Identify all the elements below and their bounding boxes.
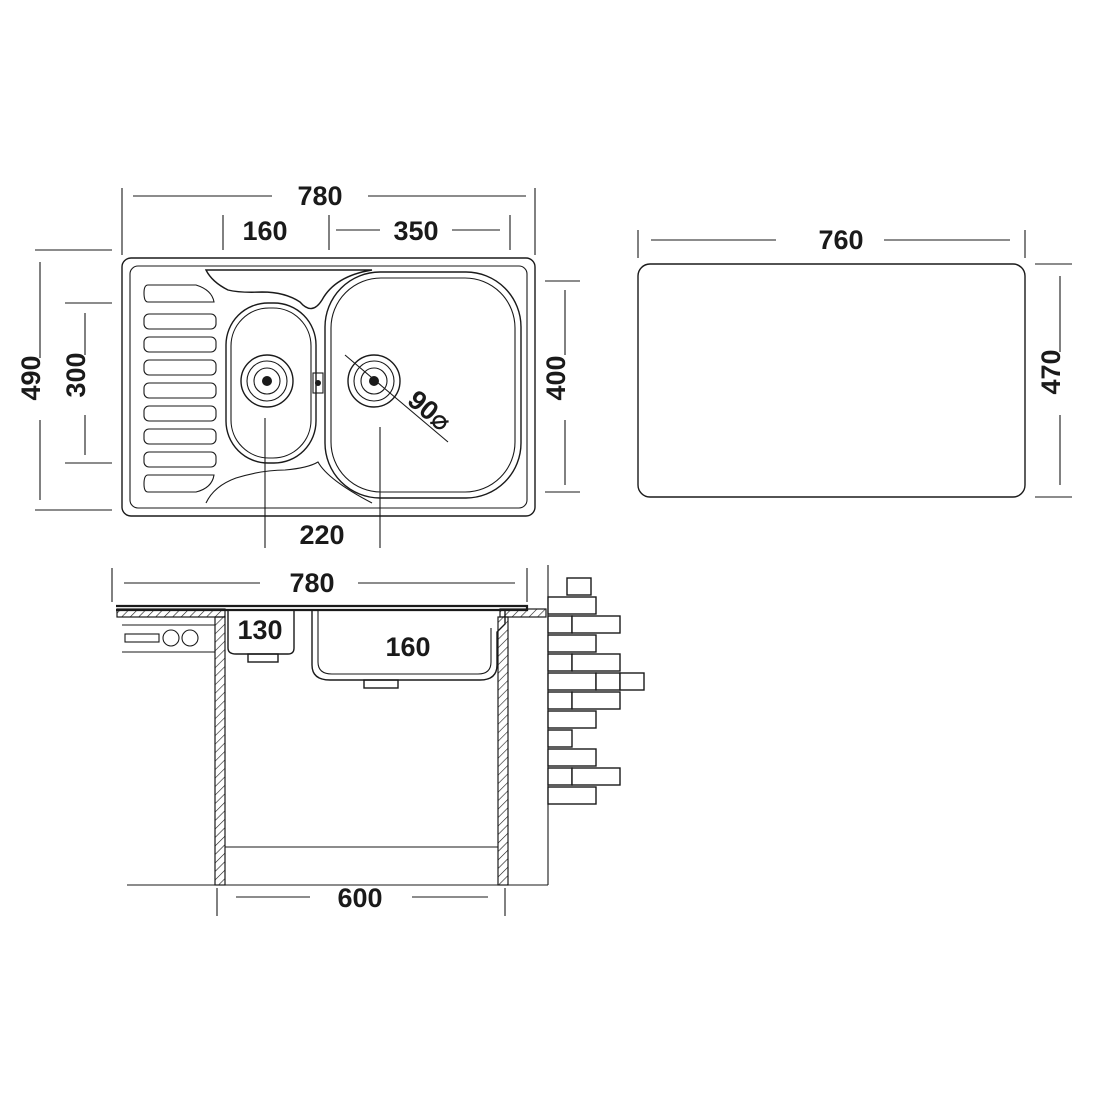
sink-outer-rim xyxy=(121,257,536,517)
drainer-ribs xyxy=(143,284,217,493)
dim-side-overall-width: 780 xyxy=(111,568,528,602)
brick xyxy=(547,729,573,748)
appliance-knob-icon xyxy=(181,629,199,647)
small-bowl-drain xyxy=(247,653,279,663)
dim-drain-spacing: 220 xyxy=(264,418,381,550)
dim-main-bowl-width: 350 xyxy=(336,215,511,250)
brick xyxy=(547,634,597,653)
brick xyxy=(547,653,573,672)
small-drain-inner xyxy=(253,367,281,395)
main-drain-outer xyxy=(347,354,401,408)
drainer-rib xyxy=(143,284,215,303)
small-drain-middle xyxy=(246,360,288,402)
label-overall-depth: 490 xyxy=(16,355,46,400)
cabinet-left-wall xyxy=(214,616,226,886)
drainer-rib xyxy=(143,313,217,330)
brick xyxy=(547,710,597,729)
overflow xyxy=(312,372,324,394)
brick xyxy=(547,615,573,634)
label-cutout-width: 760 xyxy=(818,225,863,255)
drainer-rib xyxy=(143,336,217,353)
drainer-rib xyxy=(143,382,217,399)
main-bowl-outline xyxy=(324,271,522,499)
drainer-bowl-contour xyxy=(204,269,373,310)
cutout-view: 760 470 xyxy=(637,225,1072,498)
appliance-panel xyxy=(122,624,215,653)
drainer-rib xyxy=(143,451,217,468)
label-small-bowl-height: 130 xyxy=(237,615,282,645)
main-drain-center xyxy=(369,376,379,386)
brick xyxy=(547,786,597,805)
label-drainer-width: 160 xyxy=(242,216,287,246)
main-bowl-profile xyxy=(311,610,506,681)
overflow-hole xyxy=(315,380,321,386)
main-bowl: 90⌀ xyxy=(324,271,522,499)
main-bowl-drain xyxy=(363,679,399,689)
main-bowl-inner xyxy=(330,277,516,493)
brick xyxy=(547,596,597,615)
dim-overall-width: 780 xyxy=(121,181,536,255)
appliance-slot xyxy=(124,633,160,643)
dim-cabinet-width: 600 xyxy=(216,883,506,916)
sink-rim-profile xyxy=(116,604,529,612)
main-drain-middle xyxy=(353,360,395,402)
brick xyxy=(547,691,573,710)
overflow-slot xyxy=(312,372,324,394)
small-drain-center xyxy=(262,376,272,386)
label-side-overall-width: 780 xyxy=(289,568,334,598)
small-drain-outer xyxy=(240,354,294,408)
top-view: 780 160 350 490 300 xyxy=(16,181,580,550)
brick-wall xyxy=(547,577,645,805)
brick xyxy=(595,672,621,691)
brick xyxy=(566,577,592,596)
drainer-rib xyxy=(143,474,215,493)
drain-diameter-leader xyxy=(344,354,449,443)
brick xyxy=(619,672,645,691)
main-bowl-profile-inner xyxy=(317,610,492,675)
label-drain-spacing: 220 xyxy=(299,520,344,550)
cabinet-right-wall xyxy=(497,616,509,886)
label-main-bowl-height: 160 xyxy=(385,632,430,662)
label-cabinet-width: 600 xyxy=(337,883,382,913)
dim-main-bowl-depth: 400 xyxy=(541,280,580,493)
sink-inner-rim xyxy=(129,265,528,509)
drainer-rib xyxy=(143,428,217,445)
small-bowl xyxy=(225,302,317,464)
main-drain-inner xyxy=(360,367,388,395)
label-overall-width: 780 xyxy=(297,181,342,211)
brick xyxy=(547,748,597,767)
brick xyxy=(547,767,573,786)
drainer-rib xyxy=(143,359,217,376)
label-main-bowl-width: 350 xyxy=(393,216,438,246)
appliance-knob-icon xyxy=(162,629,180,647)
dim-overall-depth: 490 xyxy=(16,249,112,511)
dim-small-bowl-depth: 300 xyxy=(61,302,112,464)
brick xyxy=(571,691,621,710)
label-cutout-depth: 470 xyxy=(1036,349,1066,394)
drainer-rib xyxy=(143,405,217,422)
brick xyxy=(571,767,621,786)
cutout-rectangle xyxy=(637,263,1026,498)
brick xyxy=(571,653,621,672)
label-small-bowl-depth: 300 xyxy=(61,352,91,397)
drainer-lower-contour xyxy=(205,461,373,504)
label-drain-diameter: 90⌀ xyxy=(402,384,457,437)
side-view: 780 130 160 xyxy=(111,565,645,916)
brick xyxy=(547,672,597,691)
label-main-bowl-depth: 400 xyxy=(541,355,571,400)
small-bowl-inner xyxy=(230,307,312,459)
dim-drainer-width: 160 xyxy=(222,215,330,250)
brick xyxy=(571,615,621,634)
